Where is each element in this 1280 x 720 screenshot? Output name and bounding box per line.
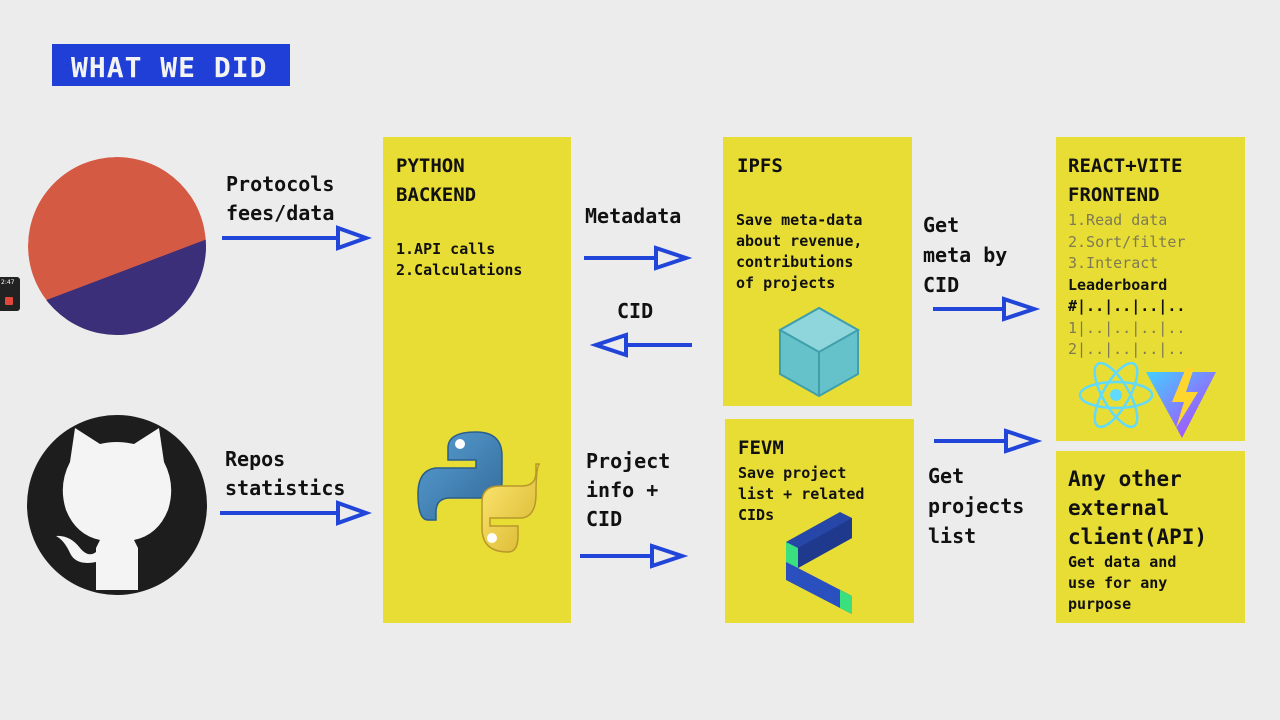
github-icon bbox=[27, 415, 207, 595]
pie-chart-icon bbox=[28, 157, 206, 335]
vite-icon bbox=[1146, 368, 1216, 438]
get-meta-line: Get bbox=[923, 213, 960, 237]
leaderboard-title: Leaderboard bbox=[1068, 275, 1168, 294]
ipfs-text-line: about revenue, bbox=[736, 232, 863, 250]
arrow-fevm-to-frontend bbox=[934, 428, 1043, 454]
python-item: 2.Calculations bbox=[396, 261, 523, 279]
get-projects-line: list bbox=[928, 524, 977, 548]
python-backend-list: 1.API calls 2.Calculations bbox=[396, 239, 522, 281]
other-client-text-line: Get data and bbox=[1068, 553, 1177, 571]
ipfs-text-line: of projects bbox=[736, 274, 836, 292]
project-info-line: CID bbox=[586, 507, 623, 531]
python-item: 1.API calls bbox=[396, 240, 496, 258]
other-client-text-line: purpose bbox=[1068, 595, 1132, 613]
protocols-label: Protocols fees/data bbox=[226, 170, 334, 228]
python-backend-box bbox=[383, 137, 571, 623]
fevm-description: Save project list + related CIDs bbox=[738, 463, 864, 526]
fevm-text-line: Save project bbox=[738, 464, 847, 482]
repos-label-line: statistics bbox=[225, 476, 346, 500]
other-client-title-line: Any other bbox=[1068, 467, 1182, 491]
python-backend-title: PYTHON BACKEND bbox=[396, 152, 476, 210]
frontend-list: 1.Read data 2.Sort/filter 3.Interact Lea… bbox=[1068, 210, 1185, 361]
ipfs-text-line: contributions bbox=[736, 253, 854, 271]
arrow-project-info-to-fevm bbox=[580, 543, 689, 569]
other-client-description: Get data and use for any purpose bbox=[1068, 552, 1176, 615]
cid-label: CID bbox=[617, 299, 654, 323]
fevm-logo-icon bbox=[786, 512, 852, 614]
project-info-line: Project bbox=[586, 449, 671, 473]
protocols-label-line: fees/data bbox=[226, 201, 335, 225]
frontend-item: 3.Interact bbox=[1068, 254, 1159, 272]
react-icon bbox=[1078, 361, 1154, 429]
record-stop-icon[interactable] bbox=[5, 297, 13, 305]
other-client-title-line: external bbox=[1068, 496, 1170, 520]
get-meta-label: Get meta by CID bbox=[923, 210, 1007, 300]
other-client-box bbox=[1056, 451, 1245, 623]
project-info-label: Project info + CID bbox=[586, 447, 670, 534]
ipfs-description: Save meta-data about revenue, contributi… bbox=[736, 210, 862, 294]
python-title-line: BACKEND bbox=[396, 184, 477, 206]
arrows bbox=[220, 225, 1043, 569]
repos-label: Repos statistics bbox=[225, 445, 345, 503]
other-client-text-line: use for any bbox=[1068, 574, 1168, 592]
leaderboard-row: 1|..|..|..|.. bbox=[1068, 318, 1186, 337]
ipfs-title: IPFS bbox=[737, 155, 783, 177]
repos-label-line: Repos bbox=[225, 447, 286, 471]
get-projects-line: Get bbox=[928, 464, 965, 488]
other-client-title-line: client(API) bbox=[1068, 525, 1208, 549]
frontend-item: 1.Read data bbox=[1068, 211, 1168, 229]
arrow-protocols-to-python bbox=[222, 225, 372, 251]
project-info-line: info + bbox=[586, 478, 659, 502]
fevm-title: FEVM bbox=[738, 437, 784, 459]
get-projects-line: projects bbox=[928, 494, 1025, 518]
frontend-title: REACT+VITE FRONTEND bbox=[1068, 152, 1182, 210]
protocols-label-line: Protocols bbox=[226, 172, 335, 196]
arrow-cid-to-python bbox=[589, 332, 692, 358]
leaderboard-row: 2|..|..|..|.. bbox=[1068, 340, 1186, 358]
fevm-text-line: CIDs bbox=[738, 506, 775, 524]
get-meta-line: meta by bbox=[923, 243, 1008, 267]
ipfs-text-line: Save meta-data bbox=[736, 211, 863, 229]
frontend-item: 2.Sort/filter bbox=[1068, 232, 1186, 251]
ipfs-cube-icon bbox=[777, 306, 861, 398]
fevm-text-line: list + related bbox=[738, 485, 865, 503]
get-meta-line: CID bbox=[923, 273, 960, 297]
frontend-title-line: REACT+VITE bbox=[1068, 155, 1183, 177]
arrow-ipfs-to-frontend bbox=[933, 296, 1041, 322]
frontend-title-line: FRONTEND bbox=[1068, 184, 1160, 206]
get-projects-label: Get projects list bbox=[928, 461, 1024, 551]
other-client-title: Any other external client(API) bbox=[1068, 465, 1207, 552]
arrow-metadata-to-ipfs bbox=[584, 245, 693, 271]
python-icon bbox=[417, 431, 541, 553]
recording-time: 2:47 bbox=[1, 279, 15, 286]
page-title: WHAT WE DID bbox=[52, 44, 290, 86]
python-title-line: PYTHON bbox=[396, 155, 465, 177]
arrow-repos-to-python bbox=[220, 500, 372, 526]
leaderboard-row: #|..|..|..|.. bbox=[1068, 297, 1186, 315]
metadata-label: Metadata bbox=[585, 204, 682, 228]
